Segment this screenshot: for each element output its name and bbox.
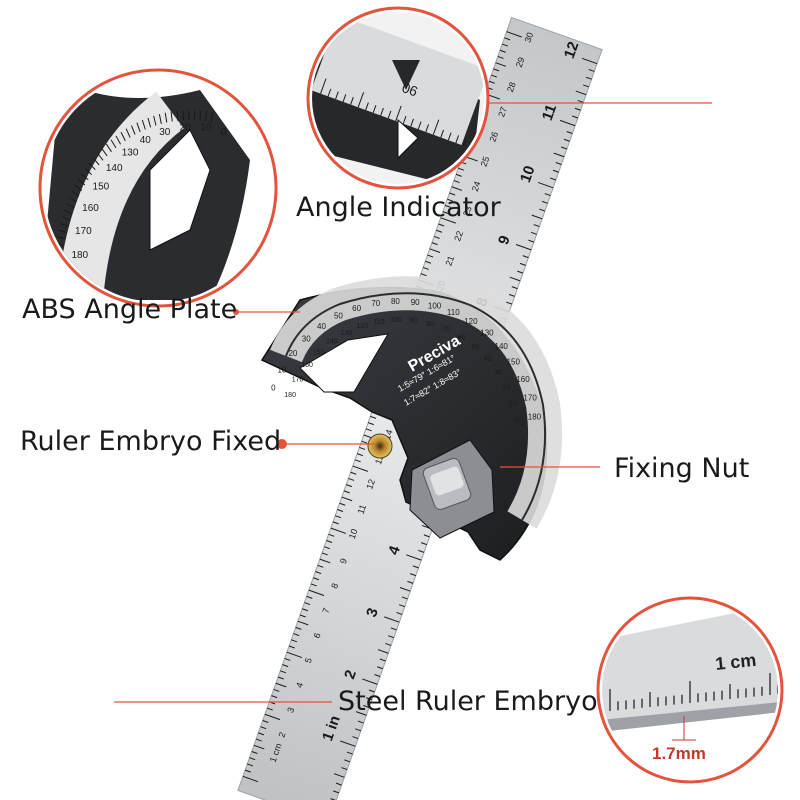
protractor-inner-label: 110 bbox=[373, 319, 384, 326]
ruler-cm-label: 22 bbox=[452, 230, 465, 243]
inset-left-label: 0 bbox=[221, 127, 227, 138]
inset-left-label: 20 bbox=[180, 123, 192, 134]
label-angle-indicator: Angle Indicator bbox=[296, 192, 501, 223]
ruler-cm-label: 25 bbox=[479, 155, 492, 168]
protractor-outer-label: 160 bbox=[516, 375, 530, 384]
protractor-outer-label: 90 bbox=[411, 298, 420, 307]
protractor-outer-label: 170 bbox=[523, 393, 537, 402]
protractor-inner-label: 100 bbox=[390, 317, 402, 324]
protractor-outer-label: 40 bbox=[317, 322, 326, 331]
inset-left-label: 160 bbox=[82, 203, 99, 214]
ruler-cm-label: 8 bbox=[329, 582, 340, 590]
protractor-outer-label: 30 bbox=[302, 335, 311, 344]
ruler-inch-label: 10 bbox=[517, 163, 539, 184]
callout-thickness: 1 cm bbox=[596, 596, 784, 784]
ruler-cm-label: 24 bbox=[470, 180, 483, 193]
inset-left-label: 180 bbox=[71, 250, 88, 261]
protractor-scale: 0180101702016030150401405013060120701108… bbox=[271, 297, 542, 424]
label-fixing-nut: Fixing Nut bbox=[614, 453, 750, 484]
protractor-inner-label: 60 bbox=[458, 334, 466, 341]
protractor-inner-label: 160 bbox=[301, 362, 313, 369]
leader-lines bbox=[114, 102, 712, 703]
label-ruler-embryo-fixed: Ruler Embryo Fixed bbox=[20, 426, 282, 457]
inset-left-label: 150 bbox=[93, 182, 110, 193]
ruler-cm-label: 3 bbox=[285, 706, 296, 714]
protractor-inner-label: 70 bbox=[442, 326, 450, 333]
ruler-cm-label: 28 bbox=[505, 81, 518, 94]
ruler-cm-label: 10 bbox=[347, 527, 360, 540]
protractor-inner-label: 50 bbox=[472, 344, 480, 351]
ruler-cm-label: 30 bbox=[523, 31, 536, 44]
inset-left-label: 130 bbox=[122, 147, 139, 158]
protractor-outer-label: 110 bbox=[447, 308, 460, 317]
inset-left-label: 10 bbox=[200, 123, 212, 134]
protractor-inner-label: 10 bbox=[509, 401, 517, 408]
protractor-inner-label: 120 bbox=[357, 323, 369, 330]
protractor-inner-label: 30 bbox=[494, 370, 502, 377]
inset-left-label: 170 bbox=[75, 226, 92, 237]
protractor-inner-label: 40 bbox=[484, 356, 492, 363]
protractor-outer-label: 50 bbox=[334, 312, 343, 321]
ruler-cm-label: 26 bbox=[487, 130, 500, 143]
label-steel-ruler-embryo: Steel Ruler Embryo bbox=[338, 686, 598, 717]
protractor-inner-label: 170 bbox=[292, 376, 304, 383]
ruler-inch-label: 12 bbox=[561, 39, 583, 60]
ruler-cm-label: 21 bbox=[443, 254, 456, 267]
ruler-cm-label: 11 bbox=[356, 503, 369, 515]
protractor-outer-label: 20 bbox=[288, 349, 297, 358]
ruler-inch-label: 11 bbox=[539, 102, 560, 123]
protractor-inner-label: 140 bbox=[326, 339, 338, 346]
ruler-cm-label: 5 bbox=[303, 656, 314, 664]
protractor-inner-label: 130 bbox=[341, 330, 353, 337]
inset-left-label: 40 bbox=[140, 135, 152, 146]
protractor-outer-label: 140 bbox=[495, 342, 509, 351]
inset-left-label: 140 bbox=[106, 163, 123, 174]
protractor-inner-label: 80 bbox=[426, 321, 434, 328]
inset-top-90: 90 bbox=[399, 79, 419, 99]
protractor-inner-label: 20 bbox=[503, 385, 511, 392]
label-abs-angle-plate: ABS Angle Plate bbox=[22, 294, 238, 325]
protractor-outer-label: 80 bbox=[391, 297, 400, 306]
ruler-cm-label: 9 bbox=[338, 557, 349, 565]
protractor-inner-label: 0 bbox=[515, 417, 519, 424]
protractor-inner-label: 150 bbox=[313, 350, 325, 357]
protractor-outer-label: 10 bbox=[277, 366, 286, 375]
protractor-outer-label: 70 bbox=[371, 299, 380, 308]
ruler-cm-label: 29 bbox=[514, 56, 527, 69]
protractor-outer-label: 150 bbox=[507, 358, 521, 367]
ruler-cm-label: 23 bbox=[461, 205, 474, 218]
dot-ruler-fixed bbox=[277, 439, 287, 449]
inset-left-label: 30 bbox=[159, 127, 171, 138]
ruler-cm-label: 7 bbox=[320, 607, 331, 615]
protractor-outer-label: 60 bbox=[352, 304, 361, 313]
label-thickness: 1.7mm bbox=[652, 744, 706, 763]
callout-angle-indicator: 90 bbox=[306, 6, 490, 190]
protractor-outer-label: 100 bbox=[428, 301, 442, 310]
ruler-cm-label: 27 bbox=[496, 105, 509, 118]
ruler-cm-label: 12 bbox=[364, 478, 377, 491]
ruler-cm-label: 2 bbox=[276, 731, 287, 739]
protractor-outer-label: 180 bbox=[528, 413, 542, 422]
ruler-cm-label: 4 bbox=[294, 681, 305, 689]
protractor-outer-label: 130 bbox=[480, 328, 494, 337]
protractor-outer-label: 0 bbox=[271, 383, 276, 392]
protractor-inner-label: 90 bbox=[409, 318, 417, 325]
inset-cm-mark: 1 cm bbox=[714, 650, 757, 674]
dot-abs-plate bbox=[233, 309, 239, 315]
abs-angle-plate bbox=[260, 276, 563, 561]
protractor-outer-label: 120 bbox=[464, 317, 478, 326]
protractor-inner-label: 180 bbox=[284, 392, 296, 399]
ruler-cm-label: 6 bbox=[312, 631, 323, 639]
